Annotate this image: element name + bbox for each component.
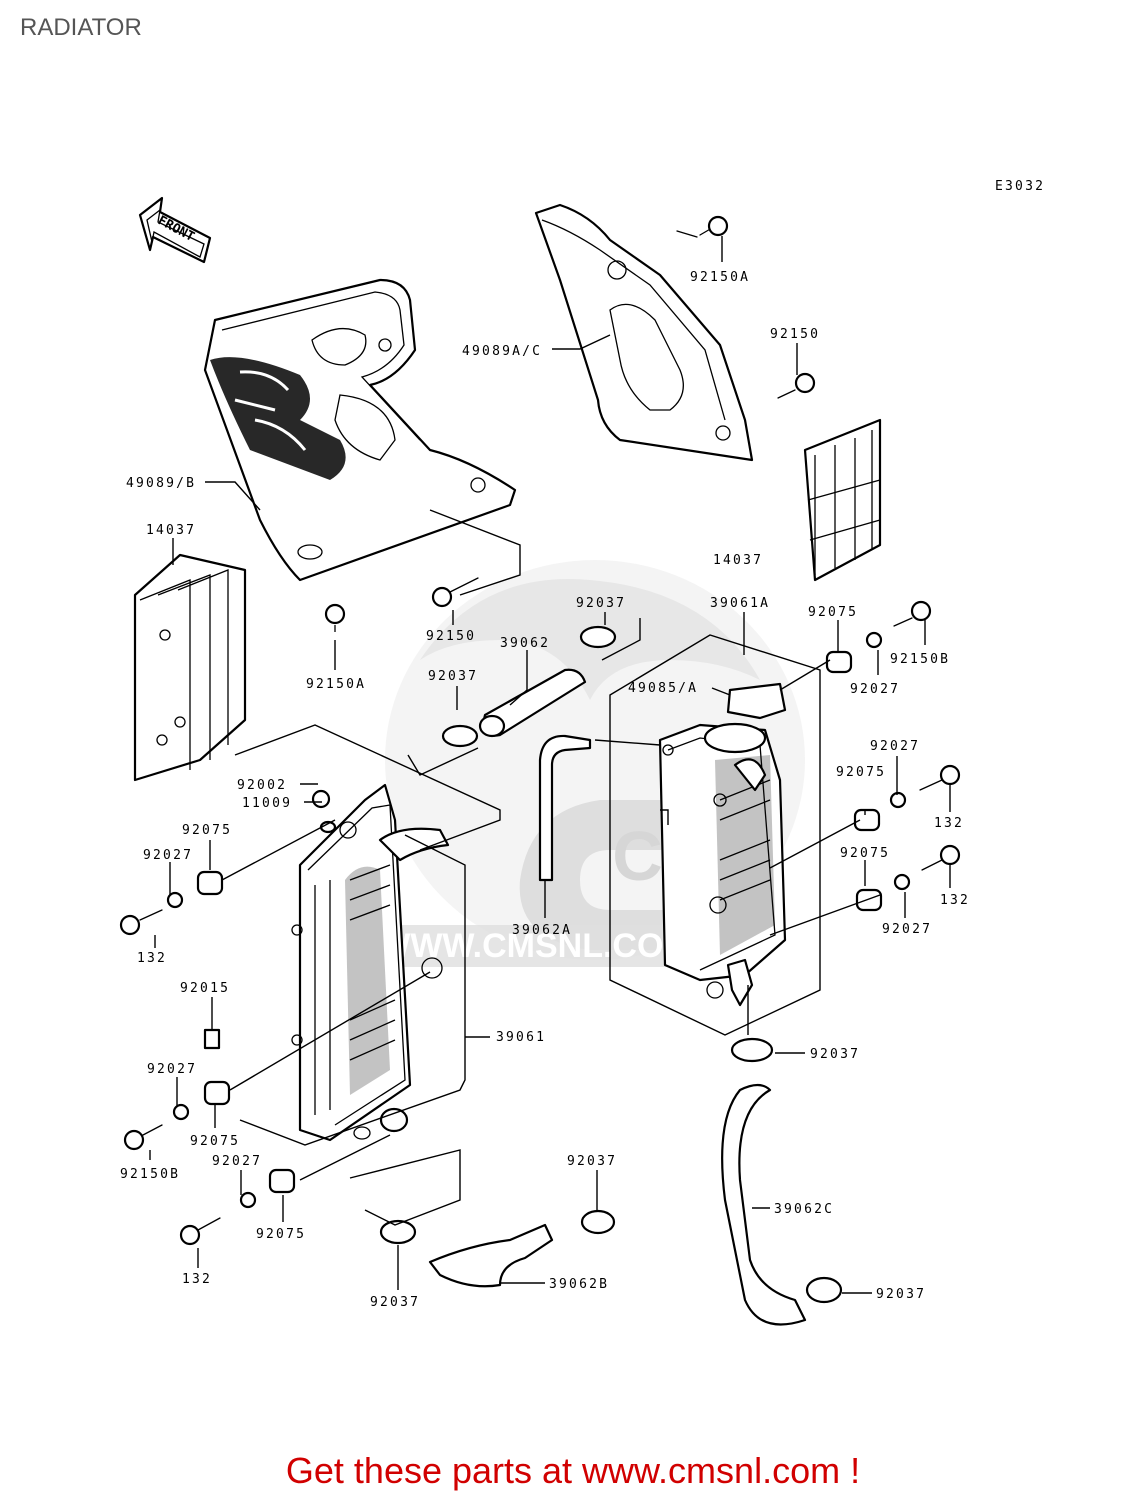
callout-92002: 92002: [237, 778, 287, 793]
callout-14037-right: 14037: [713, 553, 763, 568]
diagram-code: E3032: [995, 179, 1045, 194]
callout-92027-l2: 92027: [147, 1062, 197, 1077]
callout-92027-r2: 92027: [882, 922, 932, 937]
right-radiator-grille: [803, 418, 882, 582]
callout-39062A: 39062A: [512, 923, 572, 938]
callout-92015: 92015: [180, 981, 230, 996]
left-radiator: [291, 783, 450, 1142]
footer-link-text[interactable]: Get these parts at www.cmsnl.com !: [285, 1450, 861, 1491]
callout-92075-l3: 92075: [256, 1227, 306, 1242]
callout-39061: 39061: [496, 1030, 546, 1045]
hose-39062C: [721, 1083, 807, 1326]
right-radiator-shroud: [534, 203, 754, 462]
hose-clamps: [379, 625, 843, 1304]
callout-92037-b3: 92037: [370, 1295, 420, 1310]
callout-39061A: 39061A: [710, 596, 770, 611]
callout-92027-r1: 92027: [870, 739, 920, 754]
callout-49089A-C: 49089A/C: [462, 344, 542, 359]
hose-39062B: [428, 1223, 554, 1288]
radiator-cap: [726, 682, 787, 720]
callout-92037-mid: 92037: [810, 1047, 860, 1062]
label-leader-lines: [149, 236, 951, 1294]
callout-92037-b2: 92037: [876, 1287, 926, 1302]
callout-39062B: 39062B: [549, 1277, 609, 1292]
left-radiator-shroud: [203, 278, 517, 582]
callout-49089B: 49089/B: [126, 476, 196, 491]
callout-132-l1: 132: [137, 951, 167, 966]
left-radiator-grille: [133, 553, 247, 782]
callout-92027-l1: 92027: [143, 848, 193, 863]
callout-92027-top-right: 92027: [850, 682, 900, 697]
callout-92037-b1: 92037: [567, 1154, 617, 1169]
callout-92037-top: 92037: [576, 596, 626, 611]
callout-92075-l1: 92075: [182, 823, 232, 838]
callout-49085A: 49085/A: [628, 681, 698, 696]
callout-92037-left: 92037: [428, 669, 478, 684]
callout-92075-r2: 92075: [840, 846, 890, 861]
page-title: RADIATOR: [20, 14, 142, 41]
callout-92150A-top: 92150A: [690, 270, 750, 285]
callout-92150A-left: 92150A: [306, 677, 366, 692]
callout-92150-mid: 92150: [426, 629, 476, 644]
callout-92075-top-right: 92075: [808, 605, 858, 620]
assembly-guide-lines: [221, 509, 881, 1226]
callout-132-r1: 132: [934, 816, 964, 831]
hose-39062A: [538, 734, 592, 882]
callout-92075-l2: 92075: [190, 1134, 240, 1149]
callout-92150-right: 92150: [770, 327, 820, 342]
callout-132-r2: 132: [940, 893, 970, 908]
bolts-and-grommets: [119, 215, 961, 1246]
callout-132-l3: 132: [182, 1272, 212, 1287]
part-number-labels: 92150A 49089A/C 92150 49089/B 14037 1403…: [120, 270, 970, 1310]
front-arrow-icon: FRONT: [138, 196, 212, 264]
callout-92150B-right: 92150B: [890, 652, 950, 667]
callout-92027-l3: 92027: [212, 1154, 262, 1169]
callout-92150B-left: 92150B: [120, 1167, 180, 1182]
callout-92075-r1: 92075: [836, 765, 886, 780]
callout-11009: 11009: [242, 796, 292, 811]
callout-39062: 39062: [500, 636, 550, 651]
callout-14037-left: 14037: [146, 523, 196, 538]
right-radiator: [658, 722, 787, 1007]
callout-39062C: 39062C: [774, 1202, 834, 1217]
